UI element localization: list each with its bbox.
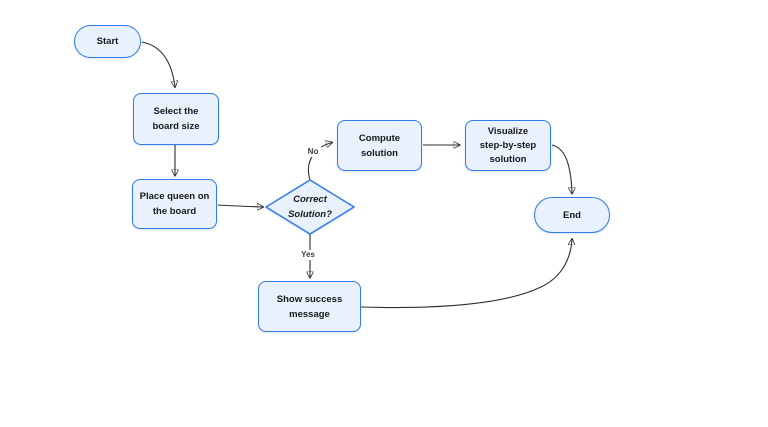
edge-success-to-end	[360, 239, 572, 309]
compute-solution-label: Compute solution	[358, 132, 401, 159]
diamond-shape	[265, 179, 355, 235]
edge-decision-to-compute	[307, 143, 332, 181]
show-success-message-node: Show success message	[258, 281, 361, 332]
end-node-label: End	[563, 209, 581, 221]
visualize-solution-node: Visualize step-by-step solution	[465, 120, 551, 171]
start-node-label: Start	[96, 36, 119, 47]
correct-solution-label: Correct Solution?	[288, 194, 332, 220]
select-board-size-node: Select the board size	[133, 93, 219, 145]
edge-start-to-select	[141, 41, 175, 87]
edge-label-yes: Yes	[298, 250, 318, 260]
compute-solution-node: Compute solution	[337, 120, 422, 171]
edge-label-no: No	[304, 147, 322, 157]
visualize-solution-label: Visualize step-by-step solution	[479, 125, 537, 165]
end-node: End	[534, 197, 610, 233]
show-success-message-label: Show success message	[276, 293, 343, 320]
edge-place-to-decision	[217, 205, 263, 207]
edge-visualize-to-end	[551, 144, 572, 194]
correct-solution-decision-node: Correct Solution?	[265, 179, 355, 235]
place-queen-node: Place queen on the board	[132, 179, 217, 229]
start-node: Start	[74, 25, 141, 58]
select-board-size-label: Select the board size	[152, 106, 200, 132]
place-queen-label: Place queen on the board	[139, 191, 210, 217]
